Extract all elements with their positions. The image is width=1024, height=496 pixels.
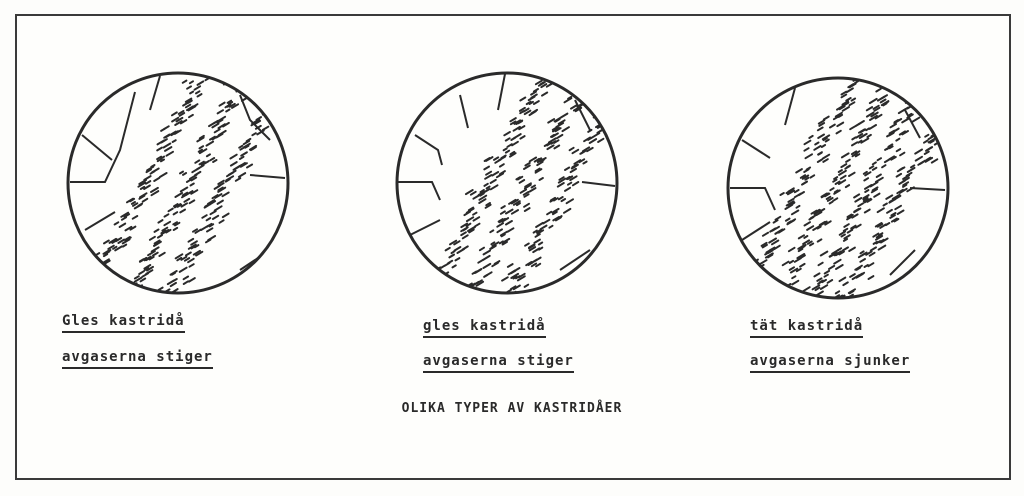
panel-2-caption-2: avgaserna stiger <box>423 353 574 373</box>
diagram-circle-2 <box>395 71 619 295</box>
panel-1-line1: Gles kastridå <box>62 313 185 333</box>
panel-2-line1: gles kastridå <box>423 318 546 338</box>
panel-3-line1: tät kastridå <box>750 318 864 338</box>
panel-2-line2: avgaserna stiger <box>423 353 574 373</box>
panel-1-caption: Gles kastridå <box>62 313 185 333</box>
panel-2-caption: gles kastridå <box>423 318 546 338</box>
panel-3-line2: avgaserna sjunker <box>750 353 911 373</box>
panel-1-line2: avgaserna stiger <box>62 349 213 369</box>
figure-caption: OLIKA TYPER AV KASTRIDÅER <box>401 401 623 416</box>
panel-1-caption-2: avgaserna stiger <box>62 349 213 369</box>
diagram-circle-1 <box>66 71 290 295</box>
panel-3-caption-2: avgaserna sjunker <box>750 353 911 373</box>
diagram-circle-3 <box>726 76 950 300</box>
panel-3-caption: tät kastridå <box>750 318 864 338</box>
